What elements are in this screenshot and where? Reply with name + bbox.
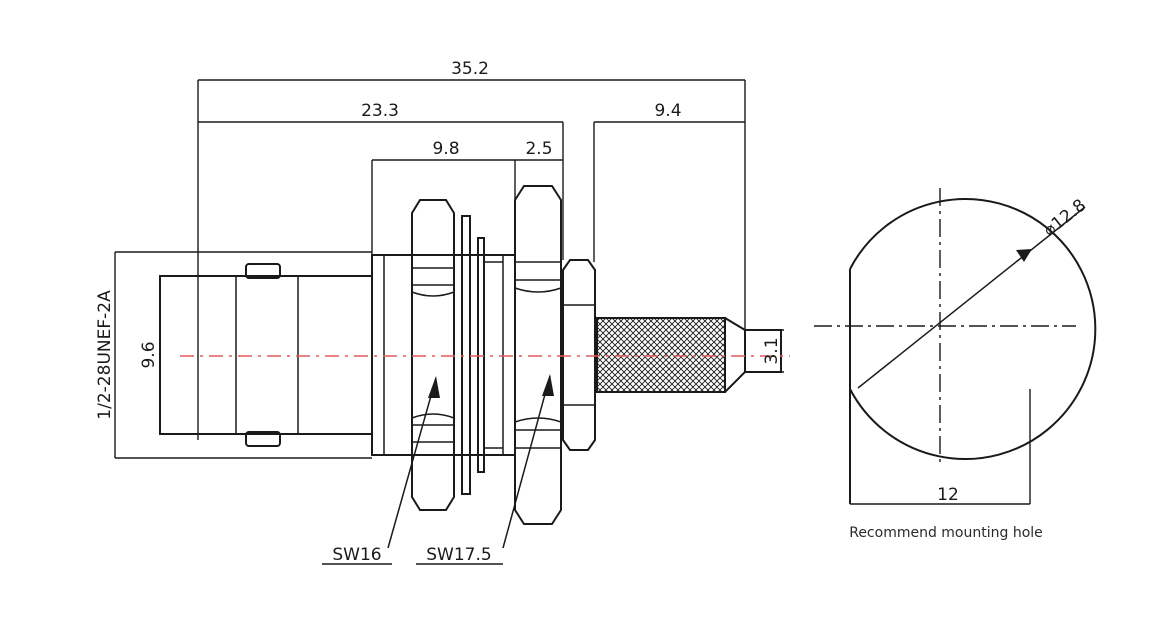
washers (461, 215, 503, 495)
connector-body (159, 254, 516, 456)
rear-hex (562, 259, 596, 451)
dim-hole-flat-width: 12 (937, 485, 959, 505)
hex-nut-sw17-5 (514, 185, 562, 525)
mounting-hole-view (814, 188, 1097, 505)
dim-panel-thickness: 2.5 (525, 139, 552, 159)
dim-pin-diameter: 3.1 (762, 337, 782, 364)
dim-body-diameter: 9.6 (139, 341, 159, 368)
crimp-ferrule (596, 317, 746, 393)
dim-body-length: 23.3 (361, 101, 399, 121)
dimension-labels: 35.2 23.3 9.4 9.8 2.5 9.6 1/2-28UNEF-2A … (95, 59, 1090, 565)
wrench-size-sw17-5: SW17.5 (426, 545, 491, 565)
dim-overall-length: 35.2 (451, 59, 489, 79)
dim-hole-diameter: ⌀12.8 (1040, 195, 1090, 240)
center-pin (744, 329, 782, 373)
dim-nut-span: 9.8 (432, 139, 459, 159)
wrench-size-sw16: SW16 (332, 545, 381, 565)
dim-thread-spec: 1/2-28UNEF-2A (95, 290, 115, 420)
dim-tail-length: 9.4 (654, 101, 681, 121)
mounting-hole-caption: Recommend mounting hole (849, 525, 1043, 541)
hex-nut-sw16 (411, 199, 455, 511)
dimension-lines (114, 79, 784, 459)
leader-lines (322, 374, 554, 565)
